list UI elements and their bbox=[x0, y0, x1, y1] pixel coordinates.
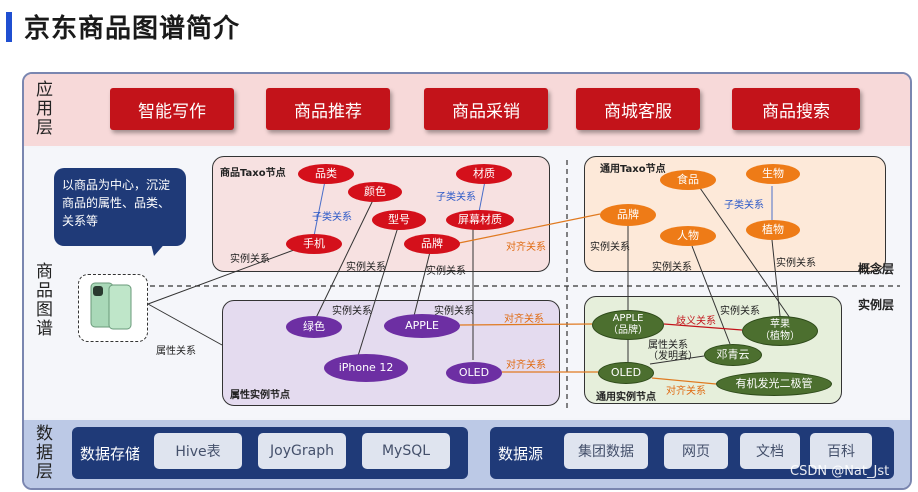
node-iphone12[interactable]: iPhone 12 bbox=[324, 354, 408, 382]
edge-color-green bbox=[313, 197, 375, 323]
label-instance-8: 实例关系 bbox=[434, 306, 474, 317]
node-plant[interactable]: 植物 bbox=[746, 220, 800, 240]
edge-subclass-phone-category bbox=[313, 180, 326, 237]
label-instance-2: 实例关系 bbox=[346, 262, 386, 273]
label-instance-7: 实例关系 bbox=[332, 306, 372, 317]
title-accent-bar bbox=[6, 12, 12, 42]
node-screen-material[interactable]: 屏幕材质 bbox=[446, 210, 514, 230]
watermark: CSDN @Nat_Jst bbox=[790, 464, 890, 479]
app-button-customer-service[interactable]: 商城客服 bbox=[576, 88, 700, 130]
phone-image-frame bbox=[78, 274, 148, 342]
label-align-2: 对齐关系 bbox=[504, 314, 544, 325]
node-model[interactable]: 型号 bbox=[372, 210, 426, 230]
source-document[interactable]: 文档 bbox=[740, 433, 800, 469]
node-color[interactable]: 颜色 bbox=[348, 182, 402, 202]
edge-align-apple bbox=[459, 323, 593, 326]
node-brand-general[interactable]: 品牌 bbox=[600, 204, 656, 226]
storage-hive[interactable]: Hive表 bbox=[154, 433, 242, 469]
graph-description-callout: 以商品为中心，沉淀商品的属性、品类、关系等 bbox=[54, 168, 186, 246]
product-taxo-title: 商品Taxo节点 bbox=[220, 168, 286, 179]
application-layer-label: 应用层 bbox=[32, 80, 52, 137]
label-attr-inventor: 属性关系 （发明者） bbox=[648, 340, 698, 362]
label-instance-5: 实例关系 bbox=[652, 262, 692, 273]
edge-model-iphone bbox=[357, 226, 399, 357]
page-title: 京东商品图谱简介 bbox=[24, 14, 241, 44]
node-oled-full-name[interactable]: 有机发光二极管 bbox=[716, 372, 832, 396]
label-subclass-3: 子类关系 bbox=[724, 200, 764, 211]
edge-align-brand bbox=[458, 213, 601, 244]
data-source-heading: 数据源 bbox=[498, 445, 544, 463]
node-dengqingyun[interactable]: 邓青云 bbox=[704, 344, 762, 366]
edge-instance-person bbox=[691, 245, 731, 345]
label-align-3: 对齐关系 bbox=[506, 360, 546, 371]
edge-instance-plant bbox=[771, 239, 781, 317]
node-apple-attr[interactable]: APPLE bbox=[384, 314, 460, 338]
label-subclass-1: 子类关系 bbox=[312, 212, 352, 223]
node-person[interactable]: 人物 bbox=[660, 226, 716, 246]
graph-layer-label: 商品图谱 bbox=[32, 262, 52, 338]
edge-align-oled-full bbox=[651, 377, 717, 385]
app-button-recommendation[interactable]: 商品推荐 bbox=[266, 88, 390, 130]
node-oled-general[interactable]: OLED bbox=[598, 362, 654, 384]
attribute-instance-title: 属性实例节点 bbox=[230, 390, 290, 401]
label-align-1: 对齐关系 bbox=[506, 242, 546, 253]
data-layer-label: 数据层 bbox=[32, 424, 52, 481]
label-instance-6: 实例关系 bbox=[776, 258, 816, 269]
edge-subclass-screen-material bbox=[478, 180, 486, 213]
source-webpage[interactable]: 网页 bbox=[664, 433, 728, 469]
node-oled-attr[interactable]: OLED bbox=[446, 362, 502, 384]
source-group-data[interactable]: 集团数据 bbox=[564, 433, 648, 469]
source-encyclopedia[interactable]: 百科 bbox=[810, 433, 872, 469]
label-instance-4: 实例关系 bbox=[590, 242, 630, 253]
label-instance-3: 实例关系 bbox=[426, 266, 466, 277]
phone-icon bbox=[90, 282, 132, 330]
general-taxo-title: 通用Taxo节点 bbox=[600, 164, 666, 175]
label-attribute-1: 属性关系 bbox=[156, 346, 196, 357]
callout-tail bbox=[150, 240, 168, 256]
label-subclass-2: 子类关系 bbox=[436, 192, 476, 203]
node-green[interactable]: 绿色 bbox=[286, 316, 342, 338]
storage-mysql[interactable]: MySQL bbox=[362, 433, 450, 469]
general-instance-title: 通用实例节点 bbox=[596, 392, 656, 403]
label-instance-9: 实例关系 bbox=[720, 306, 760, 317]
data-storage-heading: 数据存储 bbox=[80, 445, 141, 463]
node-category[interactable]: 品类 bbox=[298, 164, 354, 184]
app-button-search[interactable]: 商品搜索 bbox=[732, 88, 860, 130]
instance-layer-label: 实例层 bbox=[858, 298, 895, 312]
node-brand-product[interactable]: 品牌 bbox=[404, 234, 460, 254]
app-button-procurement[interactable]: 商品采销 bbox=[424, 88, 548, 130]
node-mobile-phone[interactable]: 手机 bbox=[286, 234, 342, 254]
edge-ambiguity bbox=[663, 323, 743, 331]
node-apple-plant[interactable]: 苹果 （植物） bbox=[742, 316, 818, 346]
label-instance-1: 实例关系 bbox=[230, 254, 270, 265]
edge-phone-attribute bbox=[147, 303, 223, 346]
app-button-smart-writing[interactable]: 智能写作 bbox=[110, 88, 234, 130]
node-material[interactable]: 材质 bbox=[456, 164, 512, 184]
edge-oled-person bbox=[649, 355, 705, 365]
edge-brand-apple bbox=[413, 251, 431, 317]
edge-instance-food bbox=[699, 187, 791, 319]
node-apple-brand[interactable]: APPLE （品牌） bbox=[592, 310, 664, 340]
label-align-4: 对齐关系 bbox=[666, 386, 706, 397]
node-food[interactable]: 食品 bbox=[660, 170, 716, 190]
concept-layer-label: 概念层 bbox=[858, 262, 895, 276]
node-creature[interactable]: 生物 bbox=[746, 164, 800, 184]
edge-phone-to-mobile bbox=[147, 246, 303, 305]
label-ambiguity: 歧义关系 bbox=[676, 316, 716, 327]
storage-joygraph[interactable]: JoyGraph bbox=[258, 433, 346, 469]
